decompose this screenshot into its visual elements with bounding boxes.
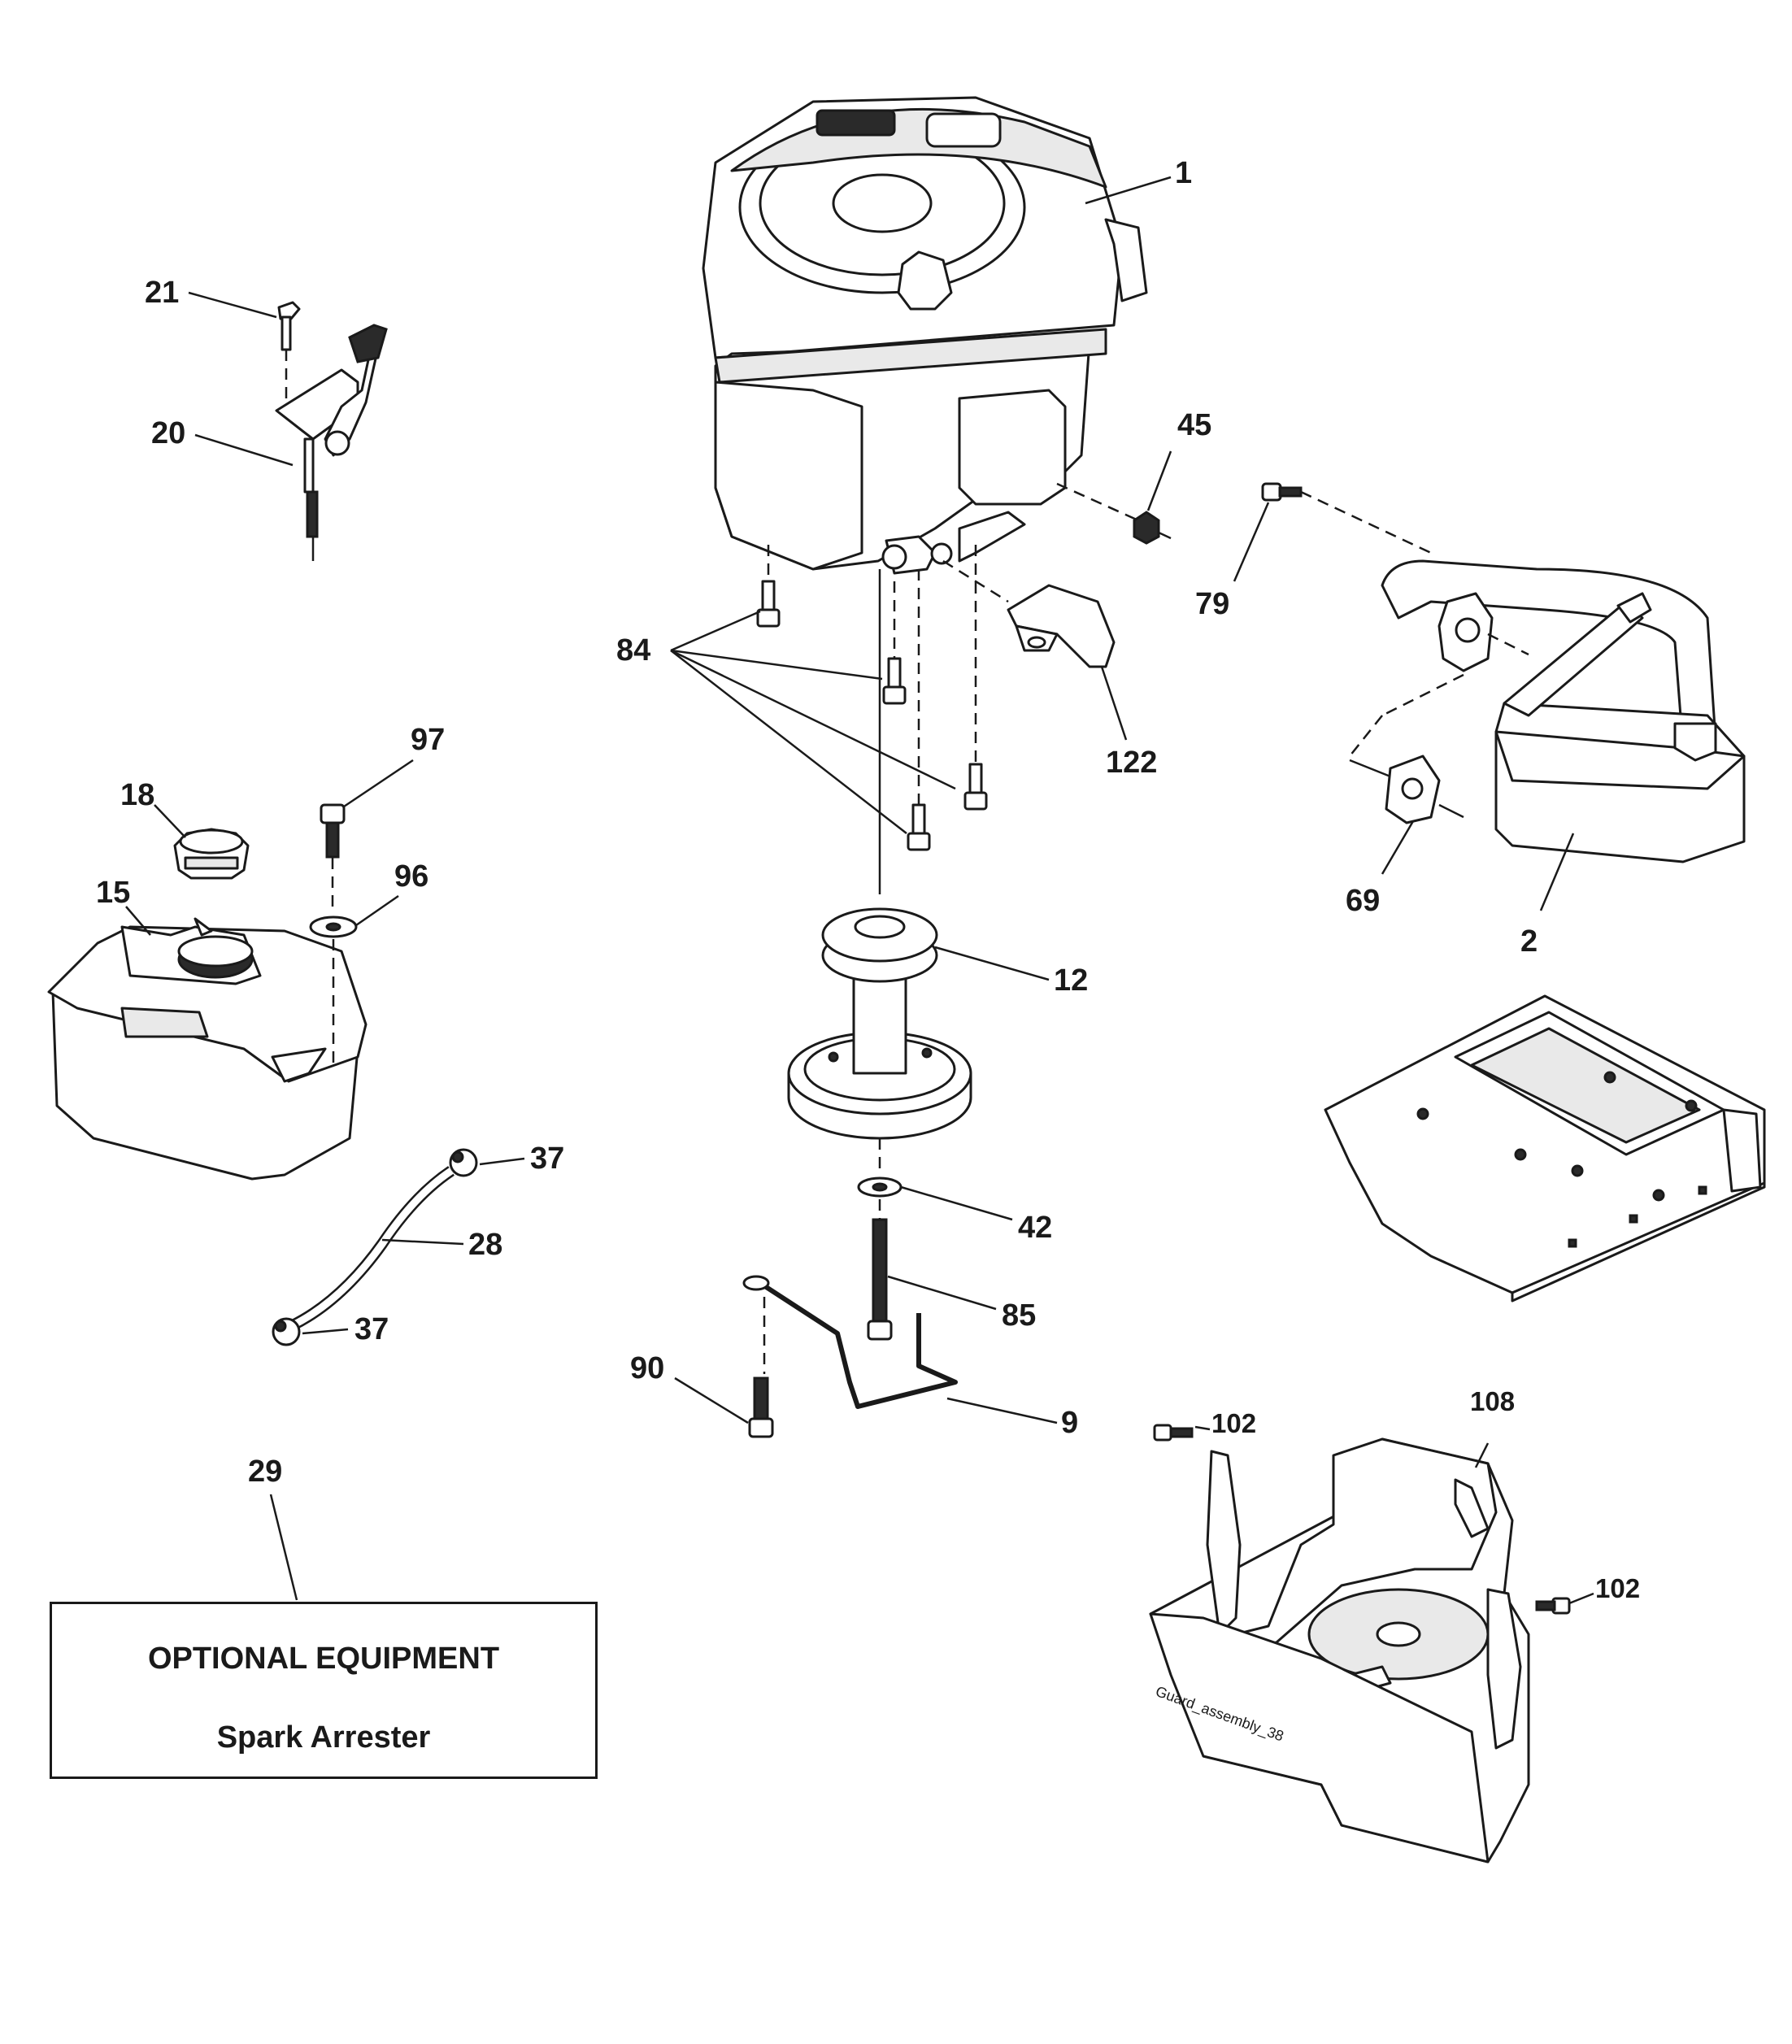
leader-102b xyxy=(1568,1592,1594,1605)
callout-21: 21 xyxy=(145,276,179,310)
callout-108: 108 xyxy=(1470,1386,1515,1416)
callout-45: 45 xyxy=(1177,408,1211,442)
leader-28 xyxy=(381,1238,464,1246)
callout-102a: 102 xyxy=(1211,1408,1256,1438)
muffler xyxy=(1349,559,1746,863)
muffler-bolt xyxy=(1261,482,1432,554)
callout-96: 96 xyxy=(394,859,428,894)
leader-2 xyxy=(1539,833,1575,911)
callout-97: 97 xyxy=(411,723,445,757)
pulley-washer-bolt xyxy=(857,1176,903,1341)
callout-37a: 37 xyxy=(530,1142,564,1176)
engine-bolts xyxy=(756,545,988,894)
optional-equipment-box: OPTIONAL EQUIPMENT Spark Arrester xyxy=(50,1602,598,1779)
leader-45 xyxy=(1146,450,1172,511)
callout-1: 1 xyxy=(1175,156,1192,190)
leader-42 xyxy=(900,1185,1013,1221)
leader-84d xyxy=(670,650,907,834)
callout-84: 84 xyxy=(616,633,650,668)
callout-85: 85 xyxy=(1002,1298,1036,1333)
fuel-tank xyxy=(47,917,368,1181)
leader-29 xyxy=(269,1494,298,1601)
callout-15: 15 xyxy=(96,876,130,910)
leader-96 xyxy=(355,894,399,927)
leader-1 xyxy=(1085,176,1172,205)
callout-9: 9 xyxy=(1061,1406,1078,1440)
tank-bolt xyxy=(309,803,358,1065)
leader-85 xyxy=(887,1275,997,1311)
leader-9 xyxy=(946,1397,1058,1424)
leader-21 xyxy=(188,291,277,319)
leader-102a xyxy=(1194,1425,1211,1431)
leader-37a xyxy=(479,1157,525,1166)
callout-20: 20 xyxy=(151,416,185,450)
throttle-control xyxy=(275,301,388,561)
engine xyxy=(702,96,1148,575)
callout-69: 69 xyxy=(1346,884,1380,918)
leader-15 xyxy=(125,906,151,936)
leader-79 xyxy=(1233,502,1270,582)
leader-84b xyxy=(670,649,883,681)
callout-90: 90 xyxy=(630,1351,664,1385)
leader-90 xyxy=(674,1376,749,1424)
callout-18: 18 xyxy=(120,778,154,812)
pulley xyxy=(787,907,972,1175)
leader-20 xyxy=(194,433,294,467)
callout-28: 28 xyxy=(468,1228,502,1262)
leader-108 xyxy=(1474,1442,1490,1468)
callout-79: 79 xyxy=(1195,587,1229,621)
belt-guide xyxy=(742,1275,958,1438)
spark-arrester-label: Spark Arrester xyxy=(216,1720,431,1755)
leader-84c xyxy=(670,649,956,790)
callout-42: 42 xyxy=(1018,1211,1052,1245)
heat-shield xyxy=(942,559,1116,668)
callout-37b: 37 xyxy=(354,1312,389,1346)
optional-equipment-title: OPTIONAL EQUIPMENT xyxy=(147,1642,500,1676)
leader-18 xyxy=(154,804,186,838)
nut xyxy=(1056,482,1172,545)
leader-12 xyxy=(934,946,1050,981)
callout-29: 29 xyxy=(248,1455,282,1489)
guard-assembly: Guard_assembly_38 xyxy=(1149,1424,1571,1864)
callout-12: 12 xyxy=(1054,963,1088,998)
callout-122: 122 xyxy=(1106,746,1157,780)
callout-2: 2 xyxy=(1520,924,1538,959)
leader-37b xyxy=(302,1328,349,1335)
fuel-line xyxy=(272,1148,478,1346)
fuel-cap xyxy=(173,828,250,880)
leader-97 xyxy=(343,759,414,808)
callout-102b: 102 xyxy=(1595,1573,1640,1603)
engine-mount-plate xyxy=(1324,994,1766,1303)
leader-122 xyxy=(1100,666,1128,741)
leader-84a xyxy=(670,610,761,652)
leader-69 xyxy=(1381,820,1415,875)
